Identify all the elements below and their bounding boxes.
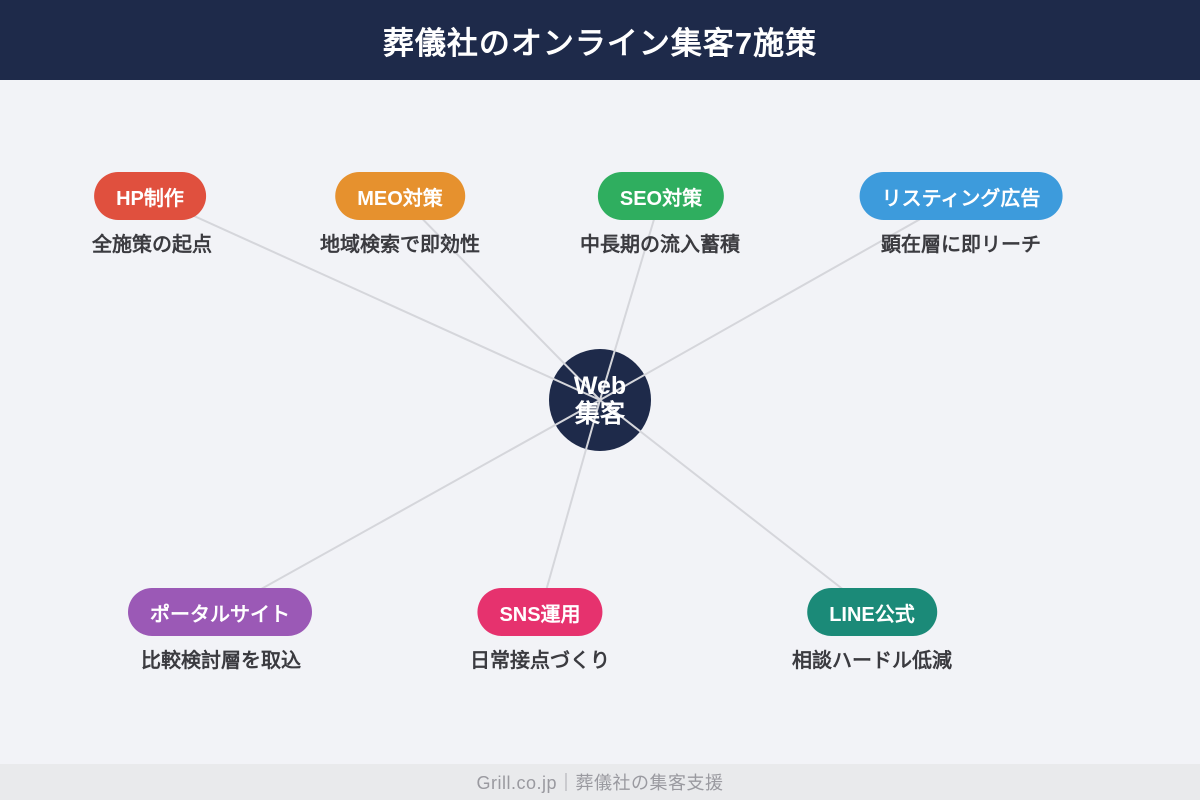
connector-hp bbox=[149, 195, 601, 401]
node-label: HP制作 bbox=[116, 187, 184, 210]
node-portal-site[interactable]: ポータルサイト bbox=[128, 588, 312, 636]
node-seo-caption: 中長期の流入蓄積 bbox=[580, 234, 740, 256]
node-label: LINE公式 bbox=[829, 603, 915, 626]
hub-label-line2: 集客 bbox=[574, 400, 626, 428]
node-line-koshiki[interactable]: LINE公式 bbox=[807, 588, 937, 636]
footer-credit: Grill.co.jp｜葬儀社の集客支援 bbox=[476, 773, 724, 793]
node-line-caption: 相談ハードル低減 bbox=[792, 650, 952, 672]
node-sns-caption: 日常接点づくり bbox=[470, 650, 610, 672]
hub-label: Web 集客 bbox=[574, 372, 626, 428]
node-listing-caption: 顕在層に即リーチ bbox=[881, 234, 1041, 256]
page-title: 葬儀社のオンライン集客7施策 bbox=[382, 25, 818, 61]
title-bar: 葬儀社のオンライン集客7施策 bbox=[0, 0, 1200, 80]
node-label: リスティング広告 bbox=[881, 187, 1041, 210]
connector-listing bbox=[599, 195, 962, 401]
node-listing-ad[interactable]: リスティング広告 bbox=[859, 172, 1063, 220]
node-seo-taisaku[interactable]: SEO対策 bbox=[597, 172, 725, 220]
node-label: SEO対策 bbox=[619, 187, 703, 210]
node-meo-taisaku[interactable]: MEO対策 bbox=[335, 172, 465, 220]
node-portal-caption: 比較検討層を取込 bbox=[141, 650, 301, 672]
hub-label-line1: Web bbox=[573, 372, 627, 400]
node-hp-caption: 全施策の起点 bbox=[92, 234, 212, 256]
connector-portal bbox=[219, 399, 601, 613]
footer-bar: Grill.co.jp｜葬儀社の集客支援 bbox=[0, 764, 1200, 800]
node-label: MEO対策 bbox=[357, 187, 443, 210]
node-label: ポータルサイト bbox=[150, 603, 290, 626]
node-label: SNS運用 bbox=[499, 603, 581, 626]
node-sns-unyo[interactable]: SNS運用 bbox=[477, 588, 603, 636]
node-meo-caption: 地域検索で即効性 bbox=[320, 234, 480, 256]
connector-line-app bbox=[599, 399, 873, 613]
node-hp-seisaku[interactable]: HP制作 bbox=[94, 172, 206, 220]
